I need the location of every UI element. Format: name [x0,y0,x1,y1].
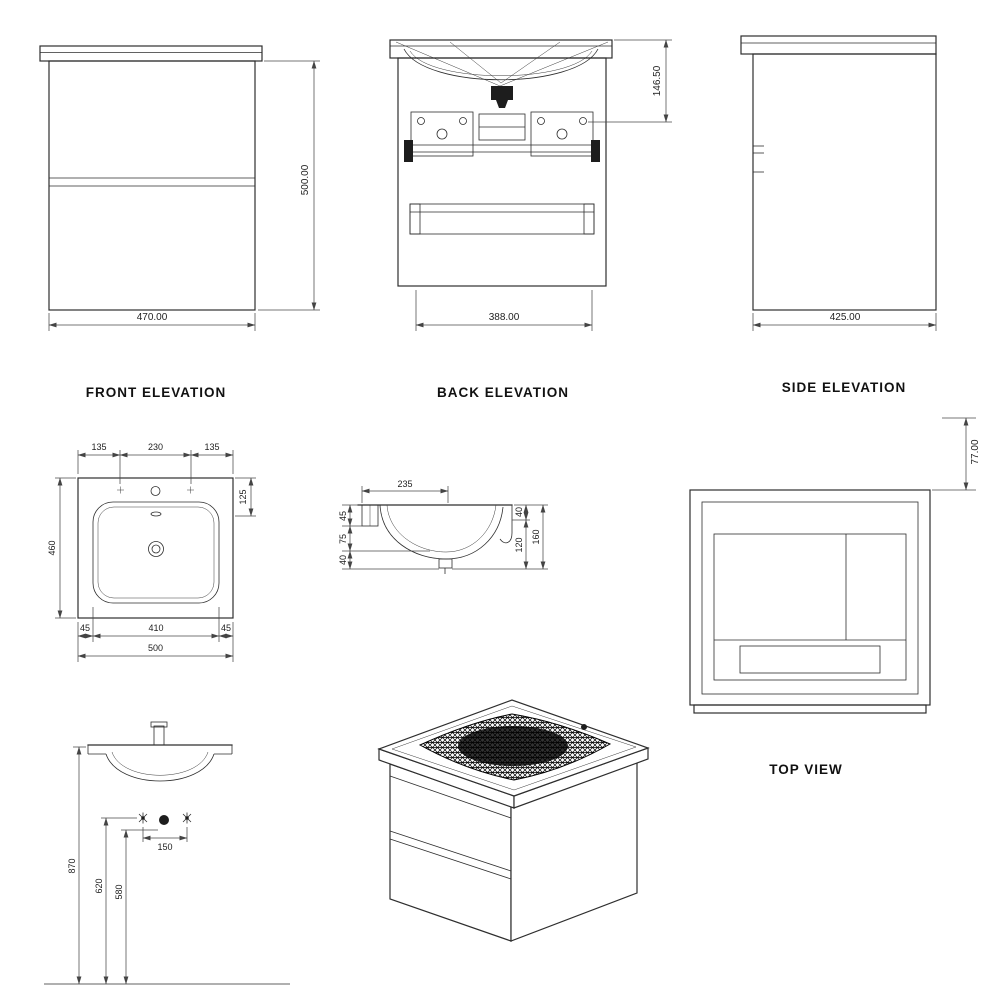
hole-spacing-dimension: 150 [157,842,172,852]
iso-basin-bowl [458,726,568,766]
back-elevation-linework [389,39,613,287]
side-elevation-dimensions: 425.00 [752,312,937,331]
front-height-dimension: 500.00 [300,164,311,195]
front-elevation-dimensions: 470.00 500.00 [48,60,320,331]
section-width-dimension: 235 [397,479,412,489]
basin-depth-dimension: 146.50 [652,65,663,96]
mounting-hole-right-icon [182,812,192,824]
iso-faucet-hole-icon [581,724,587,730]
front-width-dimension: 470.00 [137,312,168,323]
plan-seg-left-dimension: 135 [91,442,106,452]
top-view-title: TOP VIEW [769,762,843,777]
plan-seg-center-dimension: 230 [148,442,163,452]
top-view-back-offset-dimension: 77.00 [970,439,981,464]
plan-basin-width-dimension: 410 [148,623,163,633]
basin-section-dimensions: 235 45 75 40 40 120 160 [338,479,548,570]
outlet-height-dimension: 620 [94,878,104,893]
isometric-view [377,699,650,942]
section-right-top-dimension: 40 [514,507,524,517]
plan-margin-right-dimension: 45 [221,623,231,633]
top-view-dimensions: 77.00 [932,417,981,491]
mounting-view: 150 870 620 580 [44,721,290,985]
plan-depth-dimension: 460 [47,540,57,555]
waste-outlet-icon [159,815,169,825]
plan-margin-left-dimension: 45 [80,623,90,633]
back-width-dimension: 388.00 [489,312,520,323]
front-elevation-linework [39,45,263,311]
basin-plan-dimensions: 135 230 135 125 460 45 410 45 500 [47,442,256,662]
side-elevation-view: 425.00 SIDE ELEVATION [740,35,937,395]
section-left-mid-dimension: 75 [338,534,348,544]
section-left-top-dimension: 45 [338,511,348,521]
section-total-height-dimension: 160 [531,529,541,544]
basin-plan-view: 135 230 135 125 460 45 410 45 500 [47,442,256,662]
iso-drawer-gap-line [389,830,512,872]
mounting-hole-left-icon [138,812,148,824]
back-elevation-view: 388.00 146.50 BACK ELEVATION [389,39,672,400]
back-elevation-title: BACK ELEVATION [437,385,569,400]
section-left-bottom-dimension: 40 [338,555,348,565]
rim-height-dimension: 870 [67,858,77,873]
top-view-linework [689,489,931,714]
front-elevation-title: FRONT ELEVATION [86,385,227,400]
side-depth-dimension: 425.00 [830,312,861,323]
trap-height-dimension: 580 [114,884,124,899]
basin-section-view: 235 45 75 40 40 120 160 [338,479,548,574]
plan-front-depth-dimension: 125 [238,489,248,504]
mounting-dimensions: 150 870 620 580 [44,746,290,985]
back-elevation-dimensions: 388.00 146.50 [415,39,672,331]
plan-total-width-dimension: 500 [148,643,163,653]
plan-seg-right-dimension: 135 [204,442,219,452]
section-right-bottom-dimension: 120 [514,537,524,552]
top-view: 77.00 TOP VIEW [689,417,981,777]
side-elevation-linework [740,35,937,311]
side-elevation-title: SIDE ELEVATION [782,380,907,395]
basin-plan-linework [77,477,234,619]
basin-section-linework [357,504,513,574]
mounting-linework [87,721,233,825]
front-elevation-view: 470.00 500.00 FRONT ELEVATION [39,45,320,400]
